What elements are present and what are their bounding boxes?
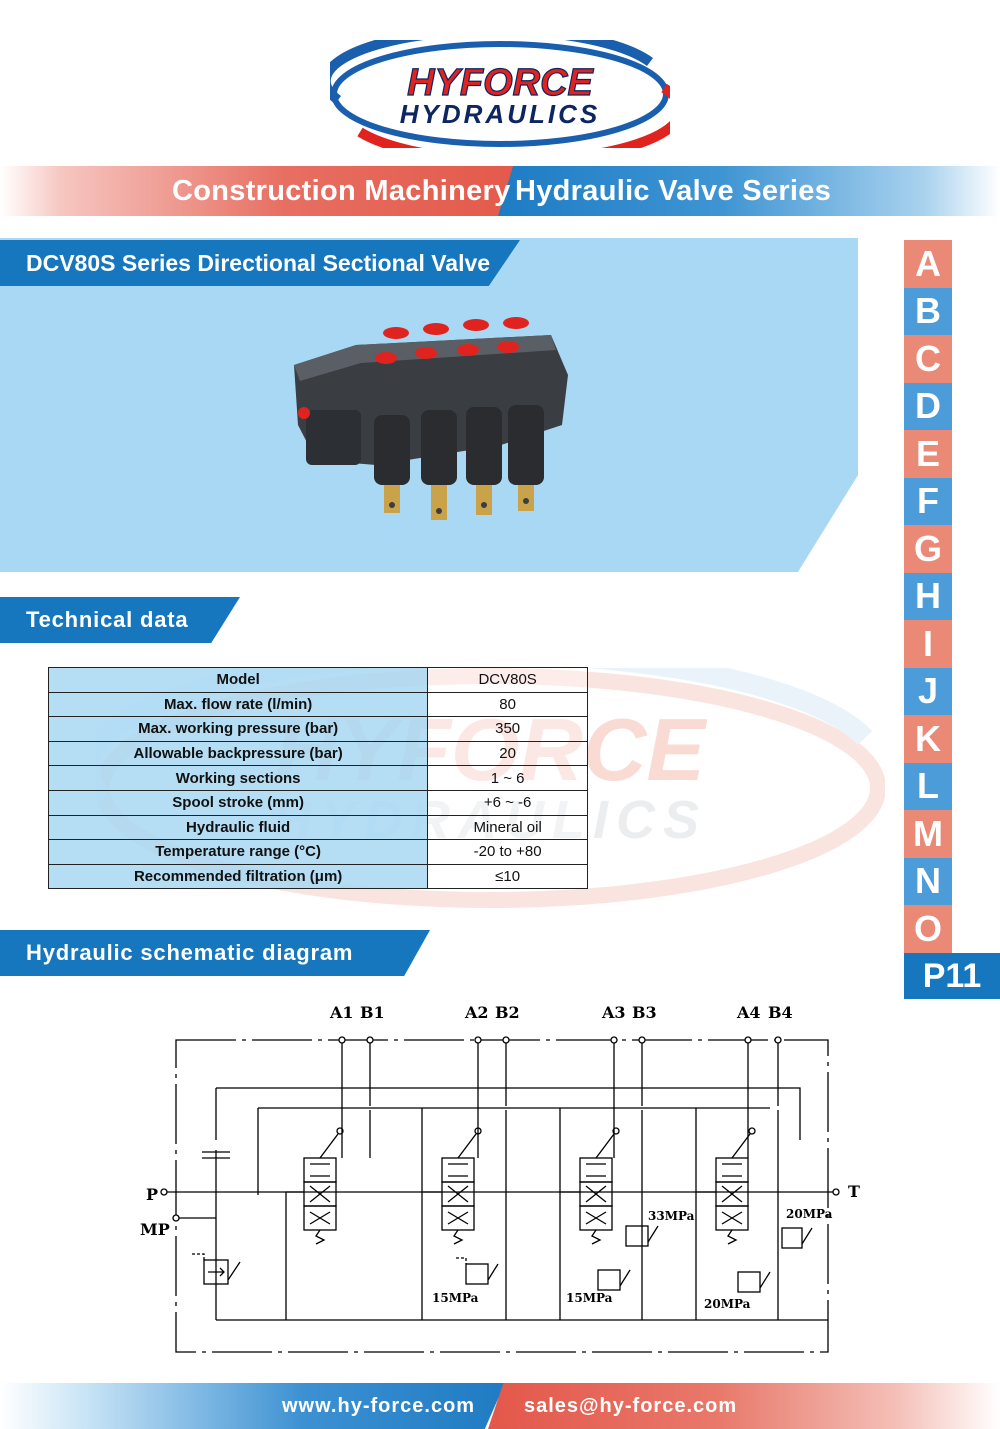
- index-letter[interactable]: O: [904, 905, 952, 953]
- index-letter[interactable]: I: [904, 620, 952, 668]
- index-letter[interactable]: N: [904, 857, 952, 905]
- index-letter[interactable]: C: [904, 335, 952, 383]
- row-label: Allowable backpressure (bar): [47, 740, 429, 767]
- valve-section: [421, 1036, 510, 1320]
- port-label: B2: [495, 1003, 520, 1022]
- series-banner-right-text: Hydraulic Valve Series: [515, 175, 832, 207]
- footer-banner: www.hy-force.com sales@hy-force.com: [0, 1383, 1000, 1429]
- index-letter[interactable]: M: [904, 810, 952, 858]
- row-label: Recommended filtration (μm): [47, 863, 429, 890]
- series-banner: Construction Machinery Hydraulic Valve S…: [0, 166, 1000, 216]
- port-label-mp: MP: [140, 1220, 170, 1239]
- index-letter[interactable]: E: [904, 430, 952, 478]
- hydraulic-schematic: A1 B1 A2 B2 A3 B3 A4 B4 P MP T: [130, 990, 870, 1370]
- email-link[interactable]: sales@hy-force.com: [524, 1395, 738, 1417]
- row-label: Spool stroke (mm): [47, 789, 429, 816]
- port-label: A2: [464, 1003, 489, 1022]
- row-value: -20 to +80: [427, 839, 588, 865]
- port-label: B1: [360, 1003, 385, 1022]
- pressure-label: 20MPa: [704, 1297, 751, 1311]
- row-label: Working sections: [47, 765, 429, 791]
- index-letter[interactable]: F: [904, 477, 952, 525]
- table-row: Max. flow rate (l/min)80: [47, 691, 588, 718]
- port-label: A1: [329, 1003, 354, 1022]
- series-banner-left-text: Construction Machinery: [172, 175, 511, 207]
- table-row: Max. working pressure (bar)350: [47, 716, 588, 742]
- table-row: Temperature range (°C)-20 to +80: [47, 839, 588, 865]
- index-letter[interactable]: K: [904, 715, 952, 763]
- website-link[interactable]: www.hy-force.com: [282, 1395, 476, 1417]
- index-letter[interactable]: B: [904, 287, 952, 335]
- row-value: +6 ~ -6: [427, 789, 588, 816]
- table-row: Spool stroke (mm)+6 ~ -6: [47, 789, 588, 816]
- pressure-label: 20MPa: [786, 1207, 833, 1221]
- row-value: 1 ~ 6: [427, 765, 588, 791]
- table-row: Allowable backpressure (bar)20: [47, 740, 588, 767]
- pressure-label: 33MPa: [648, 1209, 695, 1223]
- port-label: B4: [768, 1003, 793, 1022]
- port-label-p: P: [146, 1185, 158, 1204]
- pressure-label: 15MPa: [432, 1291, 479, 1305]
- valve-section: [695, 1036, 813, 1320]
- index-letter[interactable]: H: [904, 572, 952, 620]
- sectional-valve-photo-icon: [286, 315, 576, 555]
- row-label: Max. working pressure (bar): [47, 716, 429, 742]
- port-label: A4: [736, 1003, 761, 1022]
- logo-line2: HYDRAULICS: [400, 99, 600, 129]
- row-label: Max. flow rate (l/min): [47, 691, 429, 718]
- row-value: Mineral oil: [427, 814, 588, 841]
- row-value: 350: [427, 716, 588, 742]
- port-label-t: T: [848, 1182, 860, 1201]
- row-label: Hydraulic fluid: [47, 814, 429, 841]
- technical-title: Technical data: [0, 597, 240, 643]
- row-value: 80: [427, 691, 588, 718]
- row-value: 20: [427, 740, 588, 767]
- row-label: Model: [47, 667, 429, 693]
- row-value: DCV80S: [427, 667, 588, 693]
- table-row: Recommended filtration (μm)≤10: [47, 863, 588, 890]
- pressure-label: 15MPa: [566, 1291, 613, 1305]
- index-letter[interactable]: A: [904, 240, 952, 288]
- brand-logo: HYFORCE HYDRAULICS: [330, 40, 670, 148]
- valve-section: [285, 1036, 374, 1320]
- port-label: B3: [632, 1003, 657, 1022]
- schematic-title: Hydraulic schematic diagram: [0, 930, 430, 976]
- catalog-index: A B C D E F G H I J K L M N O: [904, 240, 952, 953]
- logo-line1: HYFORCE: [407, 62, 594, 104]
- row-value: ≤10: [427, 863, 588, 890]
- port-label: A3: [601, 1003, 626, 1022]
- index-letter[interactable]: J: [904, 667, 952, 715]
- index-letter[interactable]: D: [904, 382, 952, 430]
- row-label: Temperature range (°C): [47, 839, 429, 865]
- page-number: P11: [904, 953, 1000, 999]
- index-letter[interactable]: L: [904, 762, 952, 810]
- index-letter[interactable]: G: [904, 525, 952, 573]
- product-title: DCV80S Series Directional Sectional Valv…: [0, 240, 520, 286]
- valve-section: [559, 1036, 659, 1320]
